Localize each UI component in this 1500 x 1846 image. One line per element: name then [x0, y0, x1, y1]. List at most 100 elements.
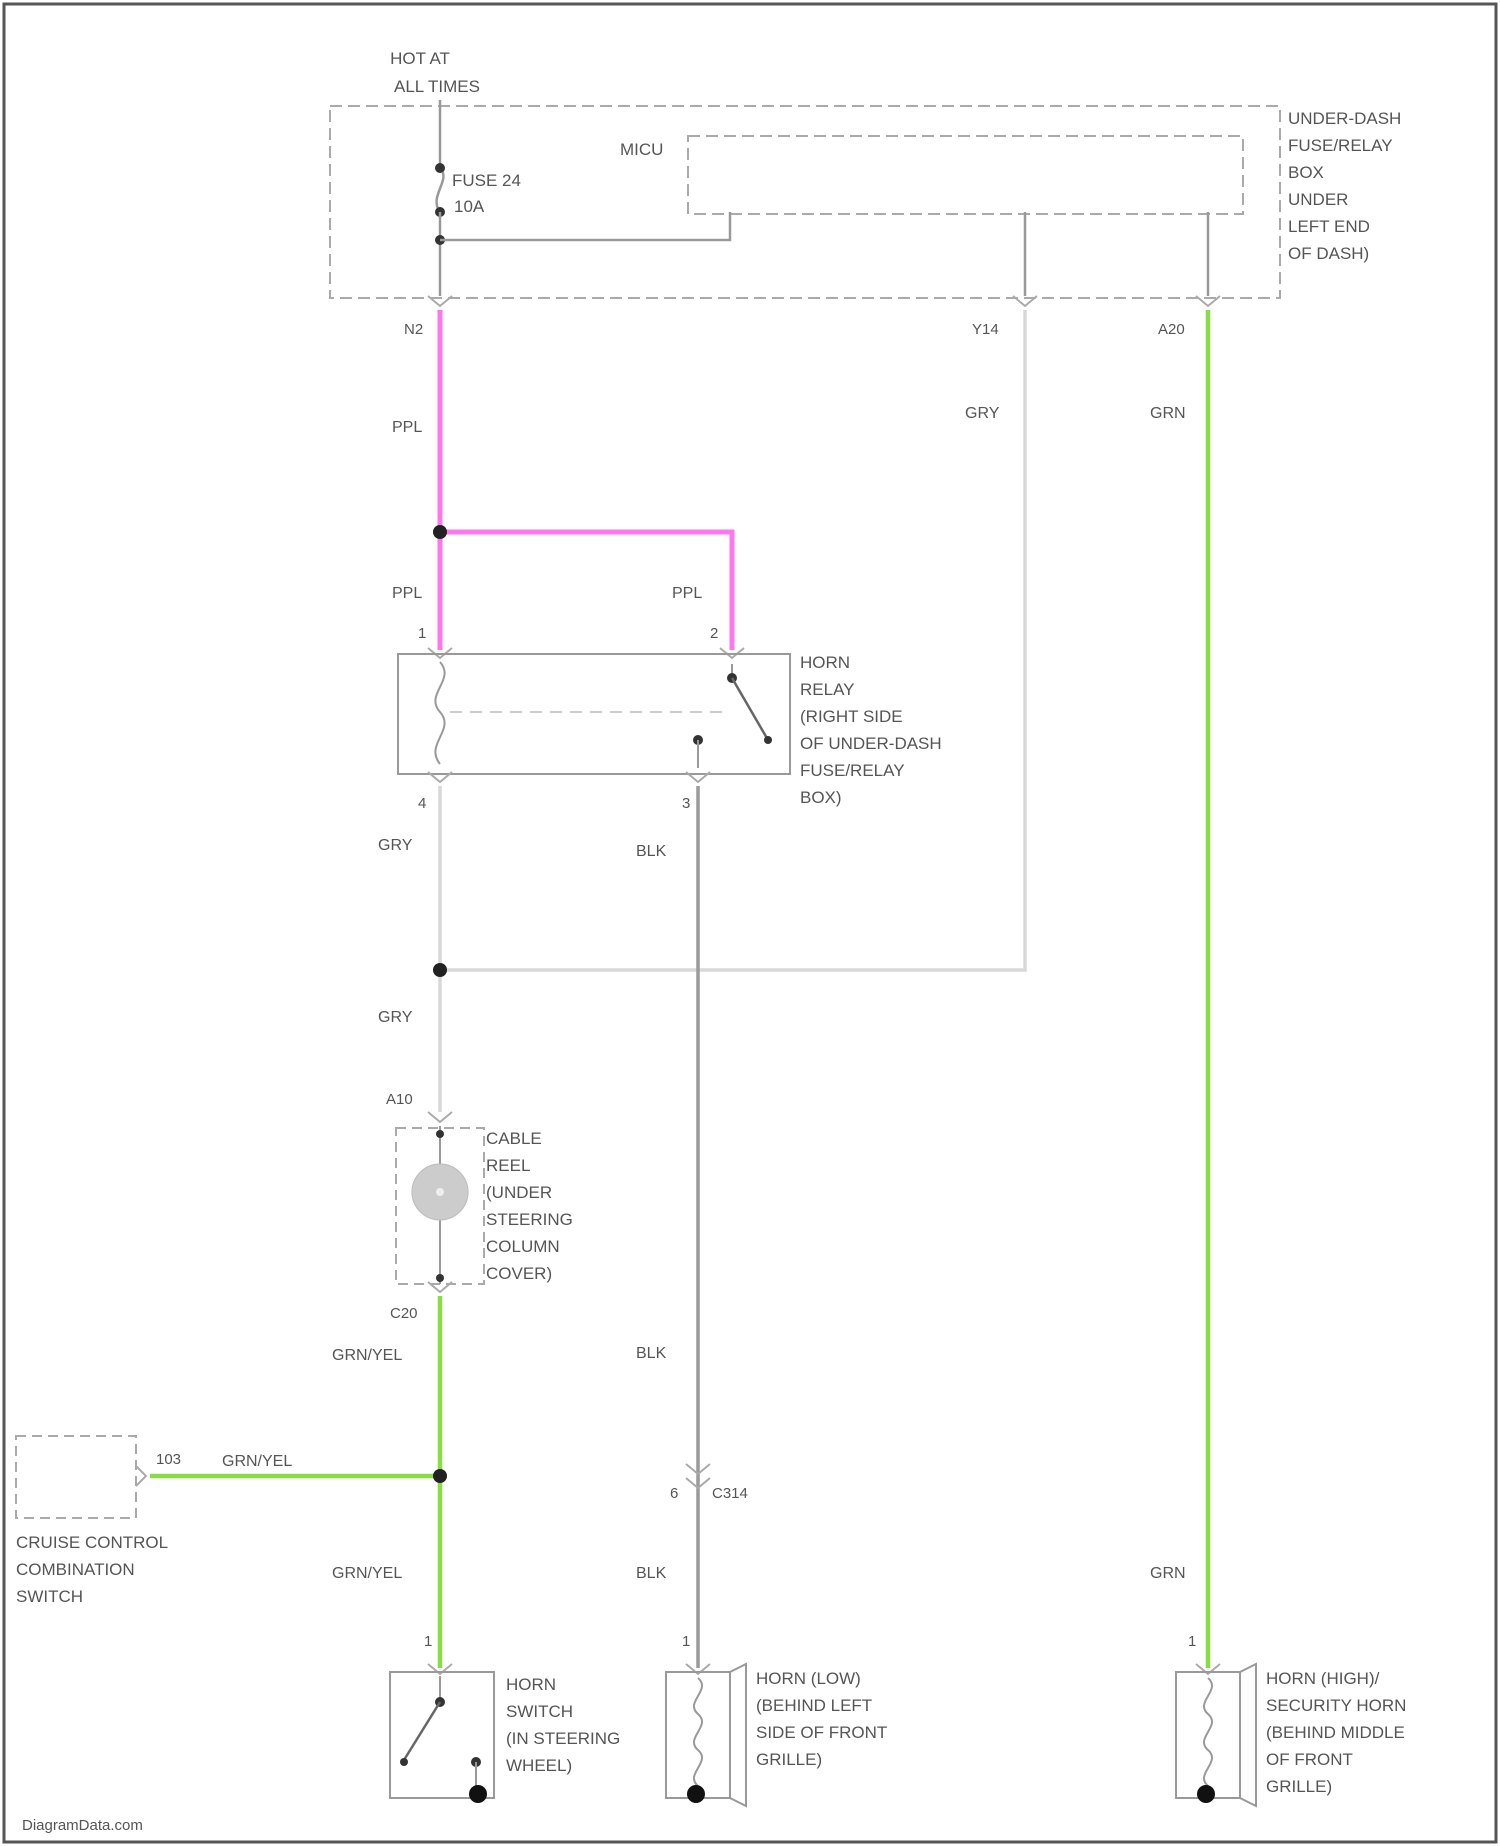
- grn-lower-label: GRN: [1150, 1565, 1186, 1582]
- fuse-24-label: FUSE 24: [452, 171, 521, 190]
- relay-pin2-label: 2: [710, 625, 718, 642]
- micu-label: MICU: [620, 140, 663, 159]
- ppl-main-label: PPL: [392, 419, 422, 436]
- svg-text:UNDER: UNDER: [1288, 190, 1348, 209]
- cable-reel-top-pin: A10: [386, 1091, 413, 1108]
- horn-switch-ground-icon: [469, 1785, 487, 1803]
- relay-contact-arm: [732, 678, 768, 740]
- micu-box-outline: [688, 136, 1243, 214]
- svg-text:SWITCH: SWITCH: [506, 1702, 573, 1721]
- relay-pin4-label: 4: [418, 795, 426, 812]
- horn-switch-arm-tip: [400, 1758, 408, 1766]
- svg-text:HORN (HIGH)/: HORN (HIGH)/: [1266, 1669, 1380, 1688]
- svg-text:UNDER-DASH: UNDER-DASH: [1288, 109, 1401, 128]
- cable-reel-bottom-node: [436, 1274, 444, 1282]
- svg-text:CABLE: CABLE: [486, 1129, 542, 1148]
- cable-reel-bottom-pin: C20: [390, 1305, 418, 1322]
- gry-y14-label: GRY: [965, 405, 1000, 422]
- cruise-switch-outline: [16, 1436, 136, 1518]
- horn-low-bell: [730, 1664, 746, 1806]
- svg-text:LEFT END: LEFT END: [1288, 217, 1370, 236]
- gry-relay-label: GRY: [378, 837, 413, 854]
- ppl-left-label: PPL: [392, 585, 422, 602]
- grn-yel-upper-label: GRN/YEL: [332, 1347, 402, 1364]
- hot-at-label: HOT AT: [390, 49, 450, 68]
- svg-text:SWITCH: SWITCH: [16, 1587, 83, 1606]
- horn-high-bell: [1240, 1664, 1256, 1806]
- svg-text:HORN: HORN: [800, 653, 850, 672]
- relay-pin1-label: 1: [418, 625, 426, 642]
- svg-text:(BEHIND MIDDLE: (BEHIND MIDDLE: [1266, 1723, 1405, 1742]
- svg-text:SECURITY HORN: SECURITY HORN: [1266, 1696, 1406, 1715]
- a20-pin-label: A20: [1158, 321, 1185, 338]
- horn-switch-arm: [404, 1702, 440, 1760]
- blk-lower-label: BLK: [636, 1565, 667, 1582]
- horn-low-coil: [694, 1678, 702, 1786]
- svg-text:REEL: REEL: [486, 1156, 530, 1175]
- horn-high-label: HORN (HIGH)/ SECURITY HORN (BEHIND MIDDL…: [1266, 1669, 1406, 1796]
- ppl-right-label: PPL: [672, 585, 702, 602]
- grn-yel-cruise-label: GRN/YEL: [222, 1453, 292, 1470]
- svg-text:(IN STEERING: (IN STEERING: [506, 1729, 620, 1748]
- c314-pin-label: 6: [670, 1485, 678, 1502]
- horn-low-label: HORN (LOW) (BEHIND LEFT SIDE OF FRONT GR…: [756, 1669, 887, 1769]
- svg-text:COLUMN: COLUMN: [486, 1237, 560, 1256]
- svg-text:HORN (LOW): HORN (LOW): [756, 1669, 861, 1688]
- svg-text:OF UNDER-DASH: OF UNDER-DASH: [800, 734, 942, 753]
- cruise-switch-label: CRUISE CONTROL COMBINATION SWITCH: [16, 1533, 168, 1606]
- grn-yel-splice-node: [433, 1469, 447, 1483]
- horn-low-ground-icon: [687, 1785, 705, 1803]
- svg-text:OF FRONT: OF FRONT: [1266, 1750, 1353, 1769]
- gry-splice-node: [433, 963, 447, 977]
- svg-text:SIDE OF FRONT: SIDE OF FRONT: [756, 1723, 887, 1742]
- relay-coil: [435, 662, 444, 764]
- svg-text:GRILLE): GRILLE): [1266, 1777, 1332, 1796]
- c314-name-label: C314: [712, 1485, 748, 1502]
- horn-relay-label: HORN RELAY (RIGHT SIDE OF UNDER-DASH FUS…: [800, 653, 942, 807]
- svg-text:WHEEL): WHEEL): [506, 1756, 572, 1775]
- relay-pin3-label: 3: [682, 795, 690, 812]
- svg-text:(RIGHT SIDE: (RIGHT SIDE: [800, 707, 903, 726]
- horn-switch-box: [390, 1672, 494, 1798]
- horn-low-box: [666, 1672, 730, 1798]
- all-times-label: ALL TIMES: [394, 77, 480, 96]
- footer-watermark: DiagramData.com: [22, 1817, 143, 1834]
- blk-relay-label: BLK: [636, 843, 667, 860]
- diagram-frame: [4, 4, 1496, 1842]
- svg-text:OF DASH): OF DASH): [1288, 244, 1369, 263]
- horn-switch-label: HORN SWITCH (IN STEERING WHEEL): [506, 1675, 620, 1775]
- fuse-box-label: UNDER-DASH FUSE/RELAY BOX UNDER LEFT END…: [1288, 109, 1401, 263]
- horn-switch-pin: 1: [424, 1633, 432, 1650]
- cable-reel-top-node: [436, 1130, 444, 1138]
- cruise-switch-pin: 103: [156, 1451, 181, 1468]
- horn-high-ground-icon: [1197, 1785, 1215, 1803]
- svg-text:RELAY: RELAY: [800, 680, 855, 699]
- svg-text:FUSE/RELAY: FUSE/RELAY: [1288, 136, 1393, 155]
- y14-pin-label: Y14: [972, 321, 999, 338]
- svg-text:GRILLE): GRILLE): [756, 1750, 822, 1769]
- svg-text:HORN: HORN: [506, 1675, 556, 1694]
- relay-contact-tip: [764, 736, 772, 744]
- fuse-24-element: [437, 168, 444, 212]
- svg-text:(UNDER: (UNDER: [486, 1183, 552, 1202]
- fuse-10a-label: 10A: [454, 197, 485, 216]
- svg-text:FUSE/RELAY: FUSE/RELAY: [800, 761, 905, 780]
- grn-yel-lower-label: GRN/YEL: [332, 1565, 402, 1582]
- horn-high-coil: [1204, 1678, 1212, 1786]
- cable-reel-top-connector: [428, 1112, 452, 1122]
- ppl-splice-node: [433, 525, 447, 539]
- fuse-top-node: [435, 163, 445, 173]
- svg-text:COMBINATION: COMBINATION: [16, 1560, 135, 1579]
- cable-reel-hub: [436, 1188, 444, 1196]
- cable-reel-label: CABLE REEL (UNDER STEERING COLUMN COVER): [486, 1129, 573, 1283]
- cruise-switch-connector: [136, 1466, 146, 1486]
- blk-mid-label: BLK: [636, 1345, 667, 1362]
- grn-a20-label: GRN: [1150, 405, 1186, 422]
- svg-text:COVER): COVER): [486, 1264, 552, 1283]
- horn-low-pin: 1: [682, 1633, 690, 1650]
- n2-pin-label: N2: [404, 321, 423, 338]
- svg-text:(BEHIND LEFT: (BEHIND LEFT: [756, 1696, 872, 1715]
- horn-high-pin: 1: [1188, 1633, 1196, 1650]
